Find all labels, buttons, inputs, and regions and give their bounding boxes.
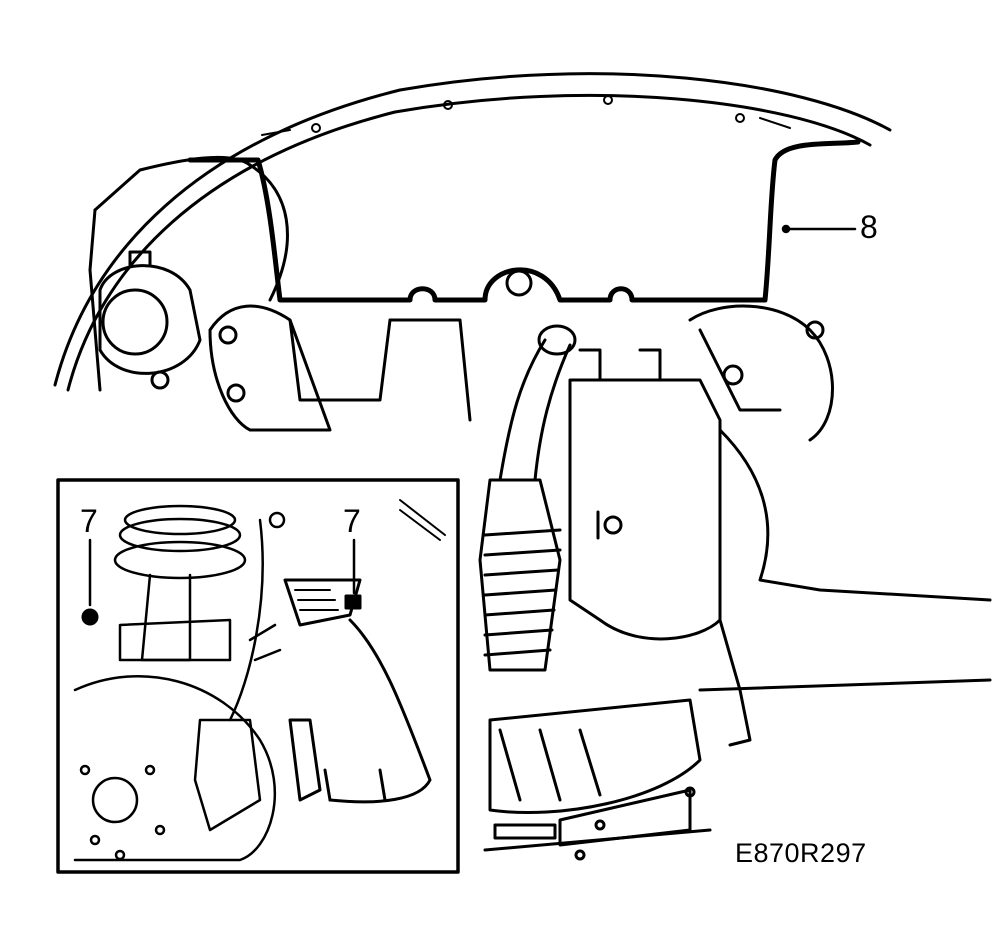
lower-crossmember xyxy=(483,698,712,861)
inset-suspension xyxy=(73,504,286,862)
figure-reference: E870R297 xyxy=(735,838,867,868)
flange-holes xyxy=(261,95,791,136)
callout-label-7-right: 7 xyxy=(343,503,361,539)
callout-label-7-left: 7 xyxy=(80,503,98,539)
wheel-hub-upper xyxy=(98,250,202,390)
fasteners-7 xyxy=(81,538,362,626)
fastener-left-icon xyxy=(81,608,99,626)
inset-frame xyxy=(56,478,460,874)
splash-shield xyxy=(187,139,861,303)
body-outline xyxy=(53,72,892,392)
leader-line-8 xyxy=(781,224,857,234)
subframe xyxy=(208,304,834,442)
engine-block xyxy=(568,348,992,747)
fastener-right-icon xyxy=(344,594,362,610)
inset-shield xyxy=(283,499,446,804)
exhaust-pipe xyxy=(478,324,577,672)
callout-label-8: 8 xyxy=(860,209,878,245)
